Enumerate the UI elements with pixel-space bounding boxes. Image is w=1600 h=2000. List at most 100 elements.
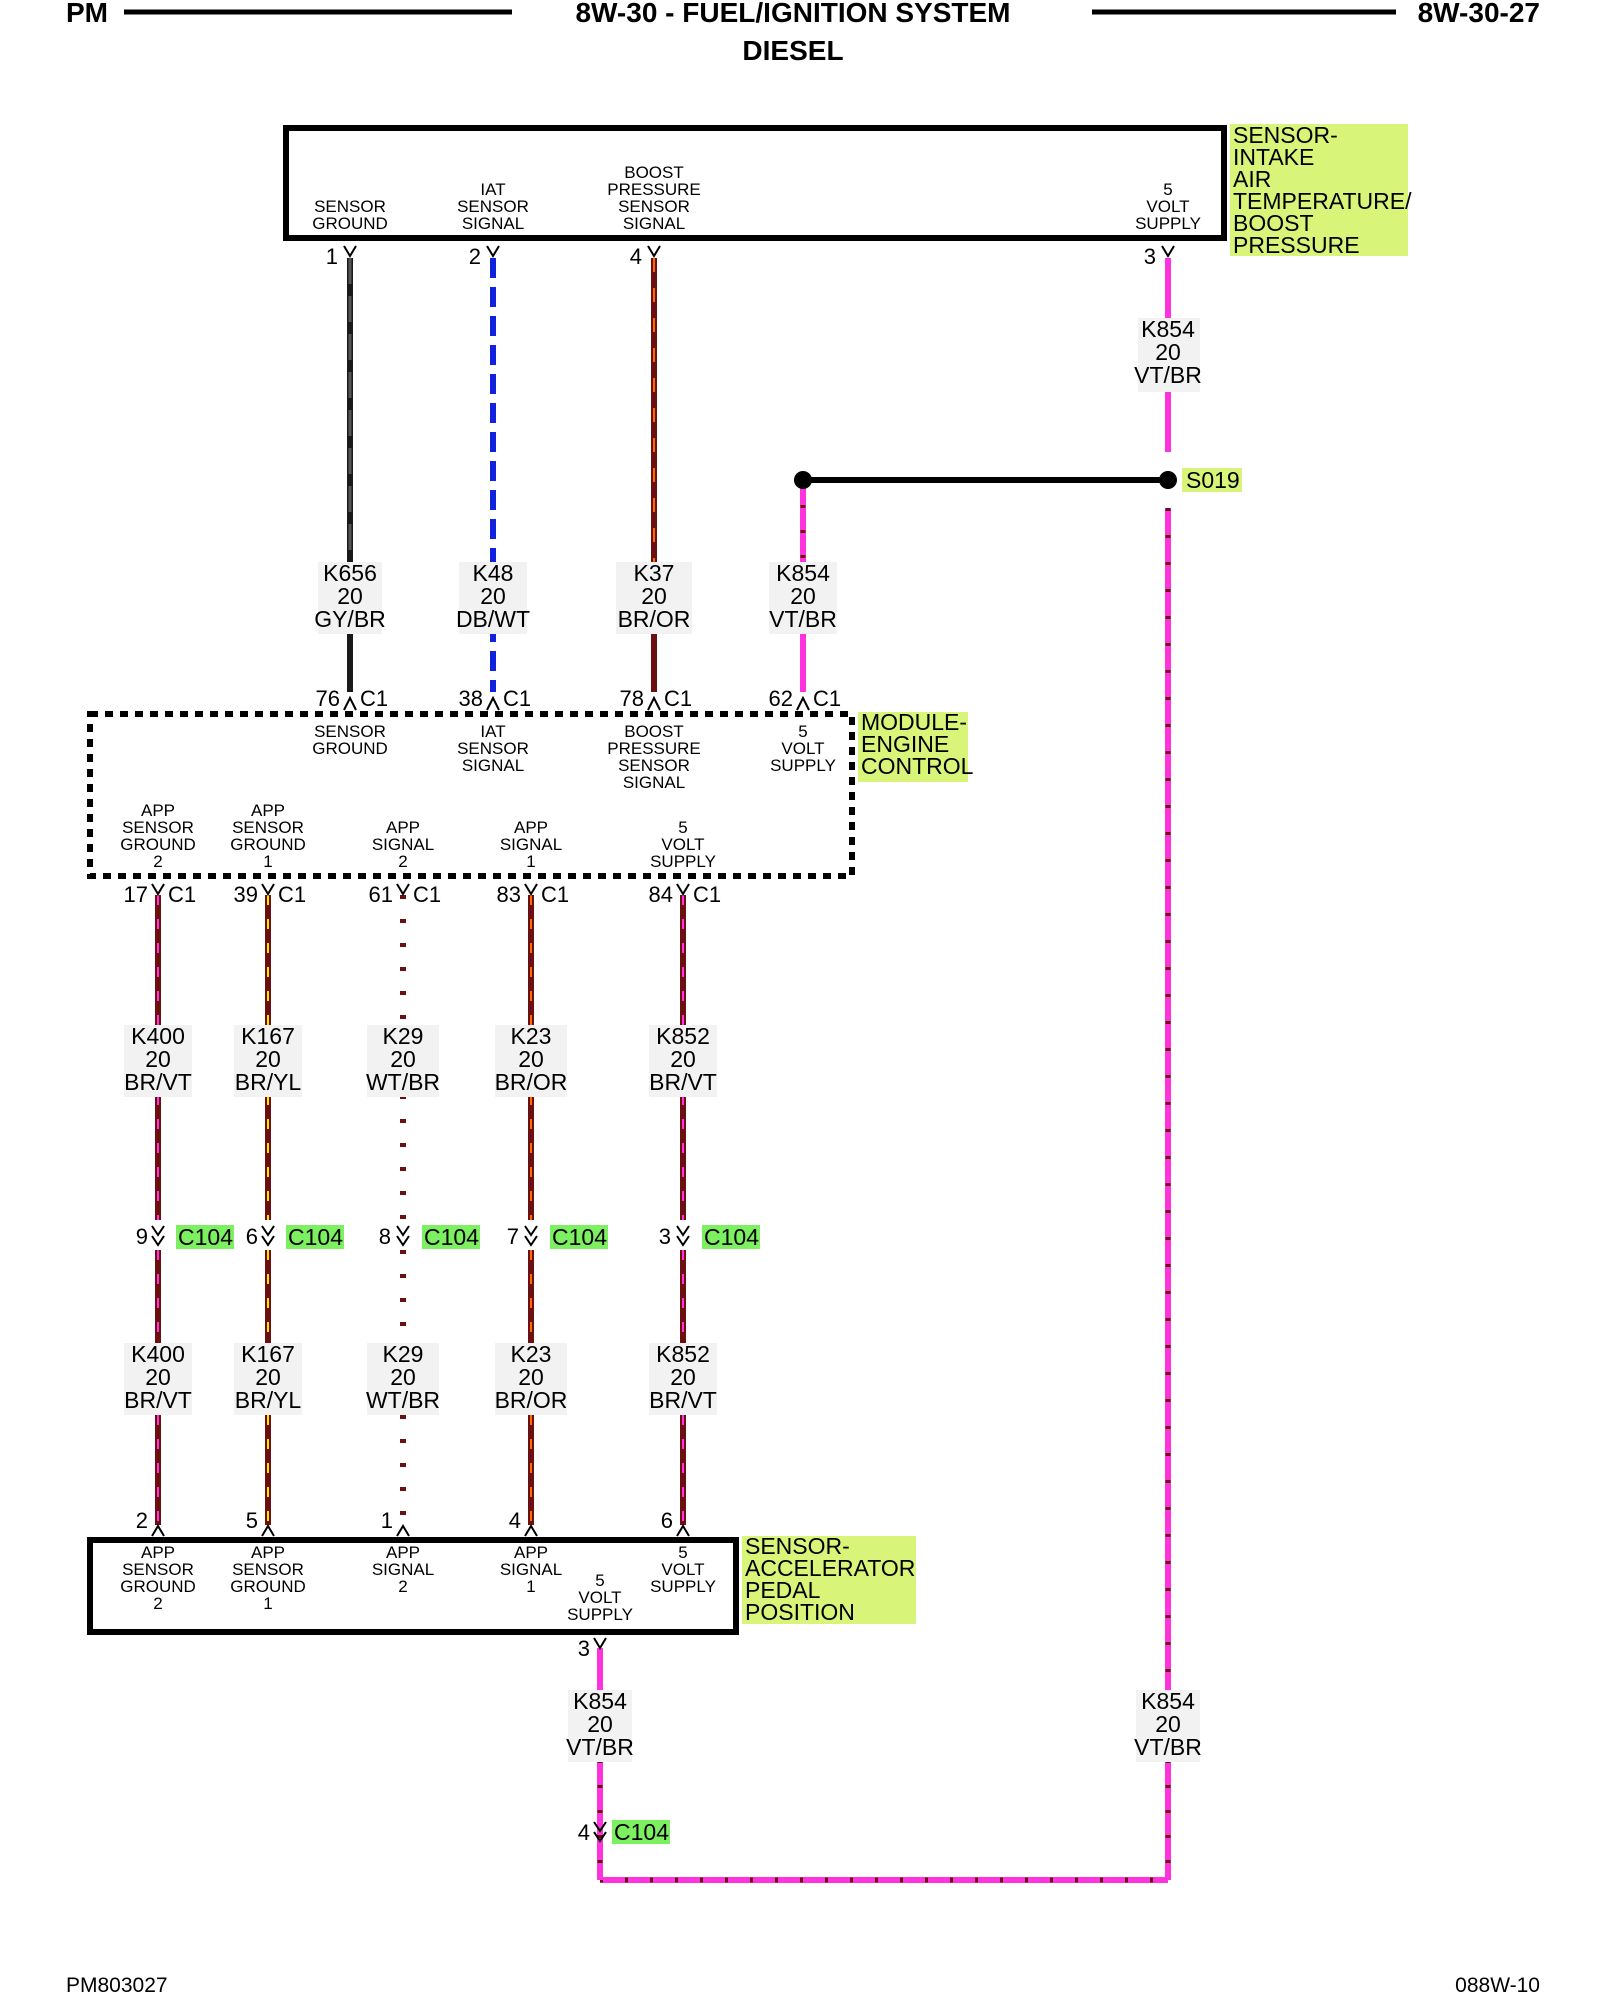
svg-text:8: 8	[379, 1224, 391, 1249]
svg-text:BR/VT: BR/VT	[649, 1069, 717, 1095]
svg-text:SENSOR: SENSOR	[314, 197, 386, 216]
svg-text:SENSOR: SENSOR	[457, 739, 529, 758]
svg-text:K167: K167	[241, 1023, 295, 1049]
svg-text:SUPPLY: SUPPLY	[567, 1605, 633, 1624]
svg-text:C104: C104	[288, 1224, 343, 1250]
svg-text:BR/VT: BR/VT	[649, 1387, 717, 1413]
app-sensor-pin-labels: APP SENSOR GROUND 2 APP SENSOR GROUND 1 …	[120, 1543, 716, 1624]
ecm-top-pin-labels: SENSOR GROUND IAT SENSOR SIGNAL BOOST PR…	[312, 722, 836, 792]
app-sensor-top-pins: 2 5 1 4 6	[136, 1508, 690, 1537]
svg-text:K854: K854	[1141, 1688, 1195, 1714]
svg-text:K29: K29	[383, 1023, 424, 1049]
svg-text:WT/BR: WT/BR	[366, 1387, 440, 1413]
svg-text:1: 1	[381, 1508, 393, 1533]
svg-text:VT/BR: VT/BR	[769, 606, 837, 632]
svg-text:VOLT: VOLT	[661, 835, 704, 854]
svg-text:APP: APP	[386, 1543, 420, 1562]
svg-text:K854: K854	[573, 1688, 627, 1714]
wire-k854-long	[597, 508, 1171, 1883]
svg-text:K852: K852	[656, 1023, 710, 1049]
svg-text:C1: C1	[541, 882, 569, 907]
svg-text:PRESSURE: PRESSURE	[607, 739, 701, 758]
svg-text:K854: K854	[776, 560, 830, 586]
svg-text:C1: C1	[360, 686, 388, 711]
svg-text:IAT: IAT	[480, 722, 505, 741]
page-title: 8W-30 - FUEL/IGNITION SYSTEM	[575, 0, 1010, 28]
svg-text:PRESSURE: PRESSURE	[1233, 232, 1360, 258]
svg-text:BOOST: BOOST	[1233, 210, 1314, 236]
svg-text:2: 2	[469, 244, 481, 269]
iat-boost-sensor-name: SENSOR- INTAKE AIR TEMPERATURE/ BOOST PR…	[1233, 122, 1412, 258]
svg-text:DB/WT: DB/WT	[456, 606, 530, 632]
wire-labels-upper: K400 20 BR/VT K167 20 BR/YL K29 20 WT/BR…	[124, 1023, 717, 1097]
iat-boost-sensor-box	[283, 125, 1227, 241]
svg-text:5: 5	[1163, 180, 1172, 199]
svg-text:SENSOR: SENSOR	[232, 1560, 304, 1579]
svg-text:20: 20	[641, 583, 667, 609]
svg-text:1: 1	[263, 852, 272, 871]
top-sensor-pins: 1 2 4 3	[326, 244, 1175, 269]
svg-text:SENSOR-: SENSOR-	[745, 1533, 850, 1559]
app-sensor-bottom-pin: 3	[578, 1636, 607, 1661]
svg-text:20: 20	[587, 1711, 613, 1737]
svg-text:5: 5	[678, 818, 687, 837]
svg-text:83: 83	[497, 882, 521, 907]
svg-text:SENSOR: SENSOR	[232, 818, 304, 837]
page-number: 8W-30-27	[1418, 0, 1540, 28]
splice-s019-label: S019	[1186, 467, 1240, 493]
svg-text:K400: K400	[131, 1341, 185, 1367]
svg-text:5: 5	[595, 1571, 604, 1590]
svg-text:SIGNAL: SIGNAL	[462, 214, 524, 233]
svg-text:GROUND: GROUND	[120, 1577, 196, 1596]
svg-text:K23: K23	[511, 1341, 552, 1367]
svg-text:K852: K852	[656, 1341, 710, 1367]
svg-text:20: 20	[145, 1046, 171, 1072]
svg-text:VT/BR: VT/BR	[1134, 1734, 1202, 1760]
ecm-bottom-pins: 17 C1 39 C1 61 C1 83 C1 84 C1	[124, 882, 722, 907]
svg-text:TEMPERATURE/: TEMPERATURE/	[1233, 188, 1412, 214]
wire-label-k854-top: K854 20 VT/BR	[1134, 316, 1202, 392]
svg-text:VT/BR: VT/BR	[1134, 362, 1202, 388]
svg-text:SIGNAL: SIGNAL	[500, 835, 562, 854]
svg-text:2: 2	[398, 852, 407, 871]
svg-text:K23: K23	[511, 1023, 552, 1049]
svg-text:SENSOR: SENSOR	[122, 818, 194, 837]
svg-text:SIGNAL: SIGNAL	[372, 1560, 434, 1579]
svg-text:SUPPLY: SUPPLY	[650, 1577, 716, 1596]
page-header: PM 8W-30 - FUEL/IGNITION SYSTEM DIESEL 8…	[66, 0, 1540, 66]
svg-text:SUPPLY: SUPPLY	[770, 756, 836, 775]
svg-text:BR/YL: BR/YL	[235, 1069, 302, 1095]
svg-text:C104: C104	[424, 1224, 479, 1250]
svg-text:20: 20	[1155, 339, 1181, 365]
svg-text:20: 20	[1155, 1711, 1181, 1737]
svg-text:20: 20	[255, 1364, 281, 1390]
svg-text:20: 20	[480, 583, 506, 609]
svg-text:CONTROL: CONTROL	[861, 753, 974, 779]
wire-labels-lower: K400 20 BR/VT K167 20 BR/YL K29 20 WT/BR…	[124, 1341, 717, 1415]
wire-label-k854-app: K854 20 VT/BR	[566, 1688, 634, 1762]
svg-text:C104: C104	[614, 1819, 669, 1845]
app-sensor-name: SENSOR- ACCELERATOR PEDAL POSITION	[745, 1533, 915, 1625]
svg-text:61: 61	[369, 882, 393, 907]
splice-dot-s019	[1159, 471, 1177, 489]
svg-text:APP: APP	[514, 818, 548, 837]
svg-text:SENSOR: SENSOR	[618, 197, 690, 216]
svg-text:VOLT: VOLT	[1146, 197, 1189, 216]
ecm-name-bg	[858, 712, 968, 782]
svg-text:C1: C1	[278, 882, 306, 907]
svg-text:BR/YL: BR/YL	[235, 1387, 302, 1413]
svg-text:VOLT: VOLT	[578, 1588, 621, 1607]
ecm-bottom-pin-labels: APP SENSOR GROUND 2 APP SENSOR GROUND 1 …	[120, 801, 716, 871]
footer-code: 088W-10	[1455, 1974, 1540, 1997]
svg-text:INTAKE: INTAKE	[1233, 144, 1314, 170]
svg-text:76: 76	[316, 686, 340, 711]
svg-text:4: 4	[509, 1508, 521, 1533]
splice-s019-label-bg	[1182, 468, 1242, 492]
svg-text:K48: K48	[473, 560, 514, 586]
svg-text:C1: C1	[693, 882, 721, 907]
svg-text:MODULE-: MODULE-	[861, 709, 967, 735]
svg-text:SUPPLY: SUPPLY	[650, 852, 716, 871]
svg-text:20: 20	[670, 1046, 696, 1072]
svg-text:SENSOR: SENSOR	[457, 197, 529, 216]
svg-text:84: 84	[649, 882, 673, 907]
